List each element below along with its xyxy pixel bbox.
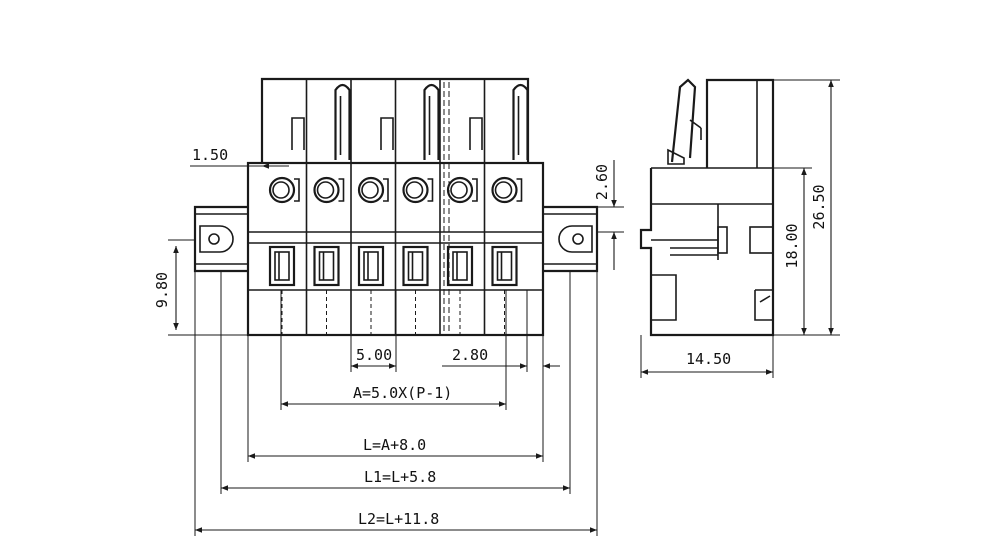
pole-elements (268, 79, 529, 335)
screw-hole-outer (268, 176, 296, 204)
dim-18-00: 18.00 (783, 223, 801, 268)
screw-hole-clip (427, 178, 434, 202)
screw-hole-inner (361, 181, 379, 199)
wire-entry-outer (402, 245, 429, 287)
dim-9-80: 9.80 (153, 272, 171, 308)
screw-hole-clip (294, 178, 300, 202)
wire-entry-inner (407, 251, 424, 281)
latch-notch (469, 117, 483, 150)
wire-entry-inner (363, 251, 379, 281)
dim-l-formula: L=A+8.0 (363, 436, 426, 454)
screw-hole-clip (383, 178, 389, 202)
dim-1-50: 1.50 (192, 146, 228, 164)
wire-entry-inner (496, 251, 513, 281)
wire-entry-inner (274, 251, 290, 281)
dim-2-80: 2.80 (452, 346, 488, 364)
wire-entry-outer (268, 245, 296, 287)
screw-hole-inner (450, 181, 468, 199)
dim-a-formula: A=5.0X(P-1) (353, 384, 452, 402)
dim-14-50: 14.50 (686, 350, 731, 368)
screw-hole-inner (272, 181, 290, 199)
wire-entry-inner (452, 251, 468, 281)
dim-26-50: 26.50 (810, 184, 828, 229)
latch-notch (291, 117, 305, 150)
dim-2-60: 2.60 (593, 164, 611, 200)
dimension-lines: 1.50 9.80 2.60 5.00 2.80 A=5.0X(P-1) L=A (153, 79, 840, 536)
screw-hole-outer (402, 176, 429, 204)
dim-l2-formula: L2=L+11.8 (358, 510, 439, 528)
screw-hole-outer (357, 176, 385, 204)
dim-5-00: 5.00 (356, 346, 392, 364)
screw-hole-clip (338, 178, 345, 202)
screw-hole-inner (494, 181, 513, 199)
screw-hole-outer (446, 176, 474, 204)
wire-entry-outer (313, 245, 340, 287)
screw-hole-clip (472, 178, 478, 202)
screw-hole-inner (316, 181, 335, 199)
side-view (639, 78, 775, 337)
wire-entry-outer (357, 245, 385, 287)
screw-hole-outer (313, 176, 340, 204)
wire-entry-inner (318, 251, 335, 281)
latch-notch (380, 117, 394, 150)
latch-lever (423, 83, 440, 160)
latch-lever (512, 83, 529, 160)
left-mounting-flange (193, 205, 248, 273)
screw-hole-inner (405, 181, 424, 199)
right-mounting-flange (543, 205, 599, 273)
screw-hole-outer (491, 176, 518, 204)
latch-lever (334, 83, 351, 160)
wire-entry-outer (446, 245, 474, 287)
dim-l1-formula: L1=L+5.8 (364, 468, 436, 486)
wire-entry-outer (491, 245, 518, 287)
screw-hole-clip (516, 178, 523, 202)
